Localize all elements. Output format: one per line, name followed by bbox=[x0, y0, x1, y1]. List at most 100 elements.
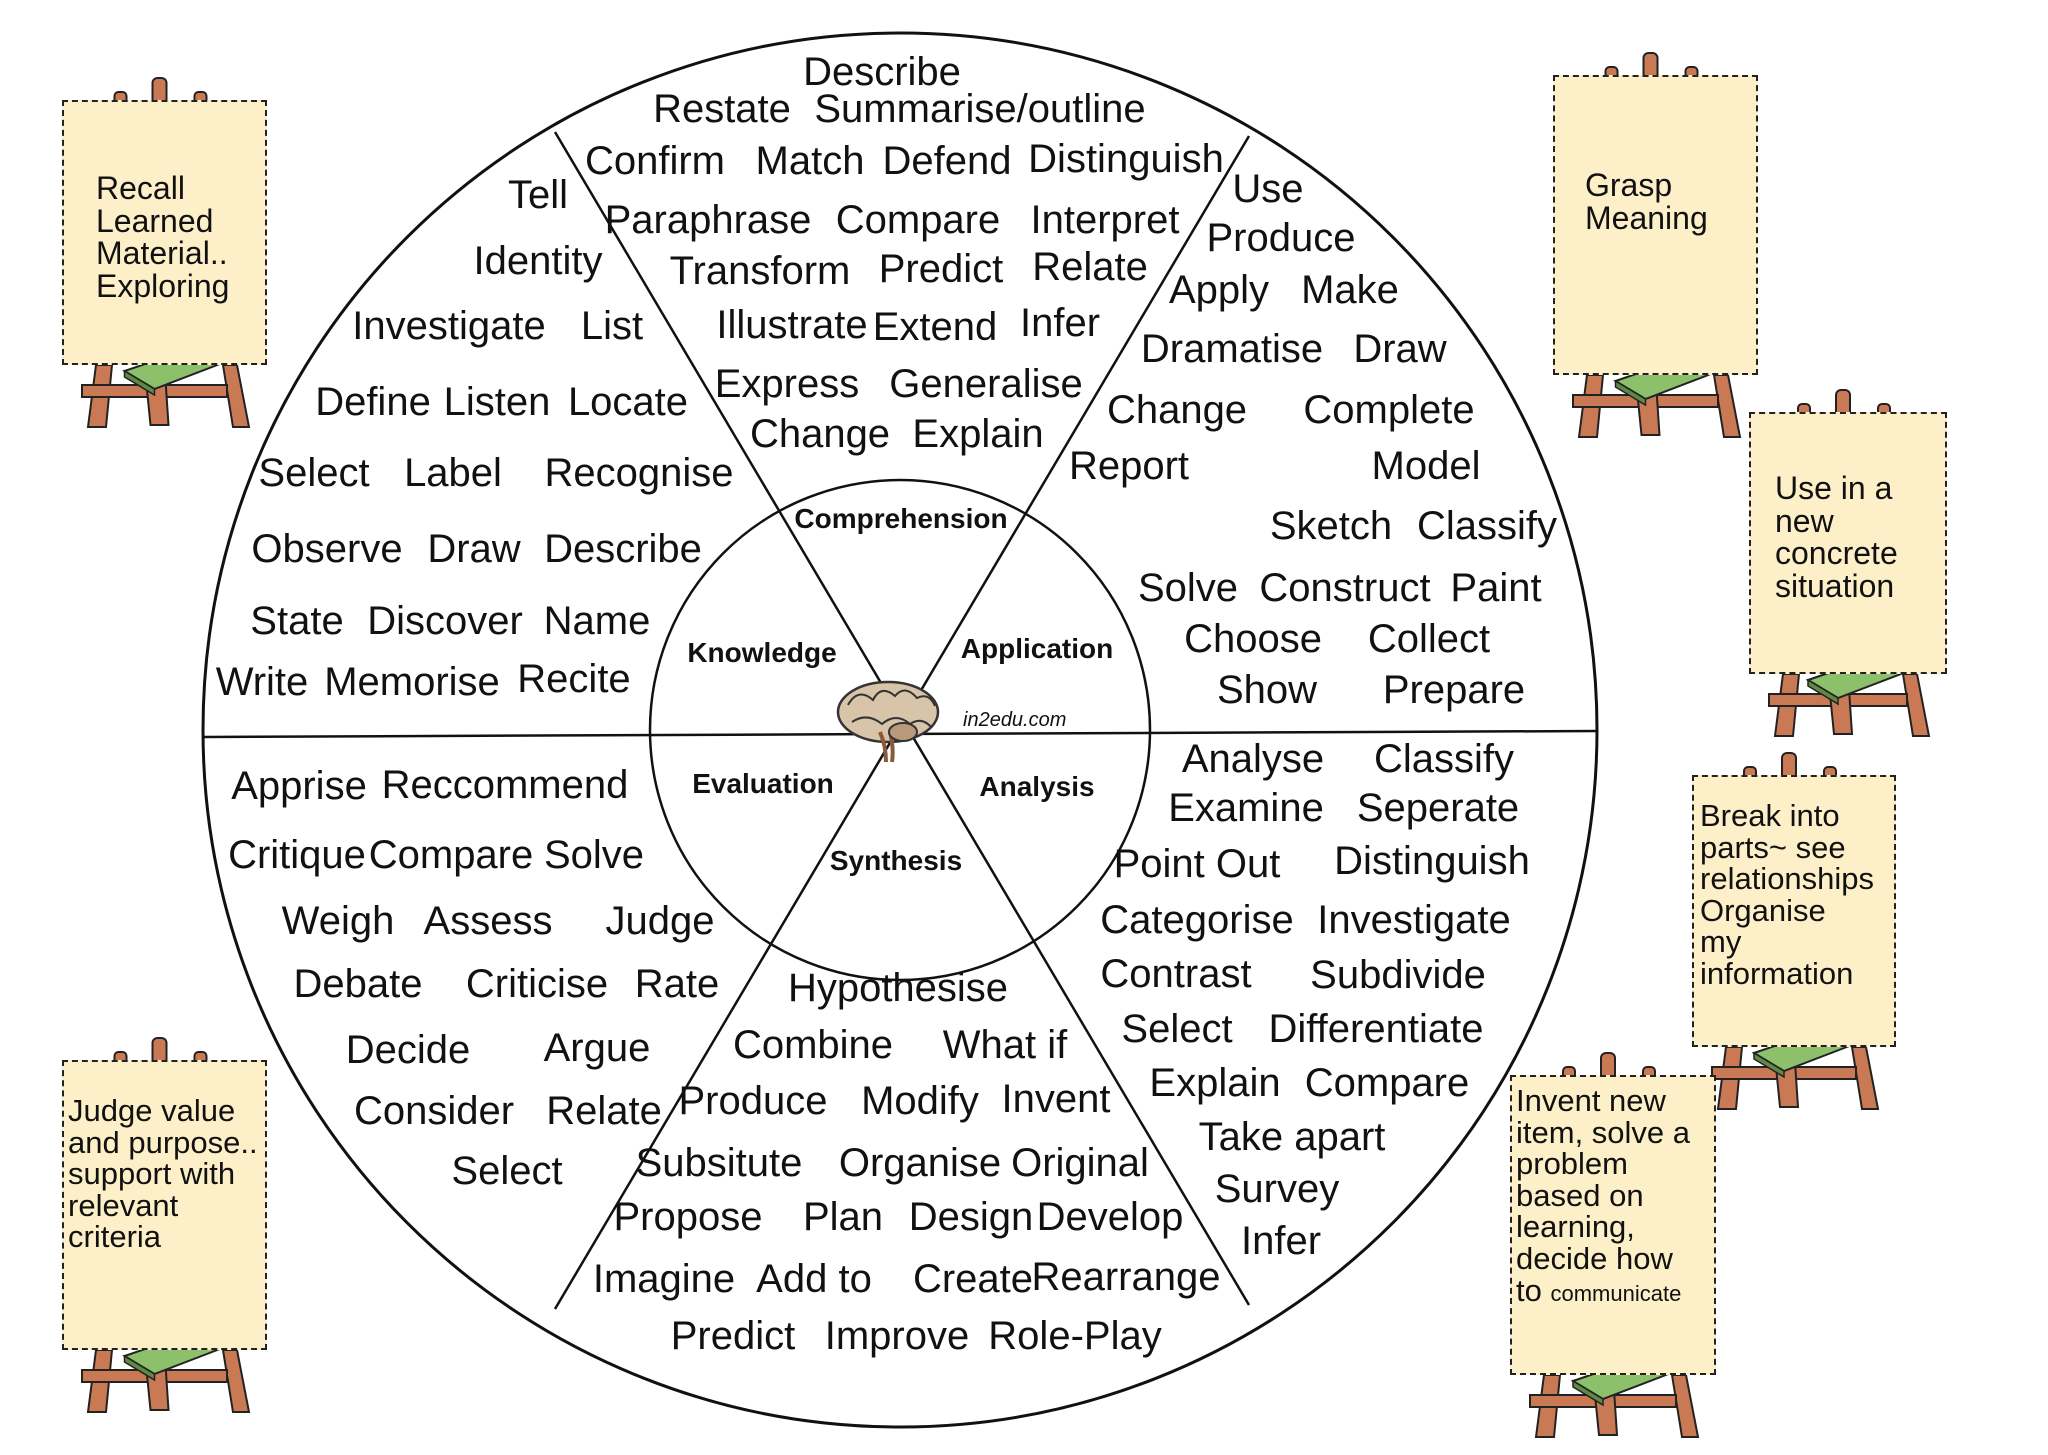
note-board bbox=[62, 100, 267, 365]
word: Investigate bbox=[1317, 898, 1510, 942]
comprehension-words: Describe Restate Summarise/outline Confi… bbox=[585, 50, 1224, 456]
word: Draw bbox=[427, 527, 520, 571]
word: Take apart bbox=[1199, 1115, 1386, 1159]
word: Change bbox=[1107, 388, 1247, 432]
category-comprehension: Comprehension bbox=[794, 503, 1007, 534]
word: Construct bbox=[1259, 566, 1430, 610]
word: Contrast bbox=[1100, 952, 1251, 996]
word: What if bbox=[943, 1023, 1068, 1067]
word: Summarise/outline bbox=[814, 87, 1145, 131]
word: Locate bbox=[568, 380, 688, 424]
word: Point Out bbox=[1114, 842, 1281, 886]
note-text: Invent new item, solve a problem based o… bbox=[1516, 1085, 1690, 1306]
easel-note-evaluation: Judge value and purpose.. support with r… bbox=[62, 1030, 272, 1413]
category-analysis: Analysis bbox=[979, 771, 1094, 802]
category-synthesis: Synthesis bbox=[830, 845, 962, 876]
word: Invent bbox=[1002, 1077, 1111, 1121]
word: Make bbox=[1301, 268, 1399, 312]
word: Argue bbox=[544, 1026, 651, 1070]
word: Create bbox=[913, 1257, 1033, 1301]
credit-text: in2edu.com bbox=[963, 709, 1066, 731]
easel-legs bbox=[1711, 1046, 1880, 1110]
word: Confirm bbox=[585, 139, 725, 183]
word: Debate bbox=[294, 962, 423, 1006]
word: Apprise bbox=[231, 764, 367, 808]
word: Describe bbox=[803, 50, 961, 94]
word: Defend bbox=[883, 139, 1012, 183]
word: Select bbox=[1121, 1007, 1232, 1051]
word: Apply bbox=[1169, 268, 1269, 312]
word: Differentiate bbox=[1269, 1007, 1484, 1051]
word: Survey bbox=[1215, 1167, 1340, 1211]
word: Add to bbox=[756, 1257, 872, 1301]
outer-circle bbox=[201, 31, 1599, 1429]
word: Restate bbox=[653, 87, 791, 131]
brain-icon bbox=[836, 680, 940, 763]
word: Predict bbox=[879, 247, 1004, 291]
easel-note-analysis: Break into parts~ see relationships Orga… bbox=[1692, 745, 1902, 1110]
inner-circle bbox=[648, 478, 1152, 982]
word: Define bbox=[315, 380, 431, 424]
word: Paraphrase bbox=[605, 198, 812, 242]
note-text: Judge value and purpose.. support with r… bbox=[68, 1093, 258, 1255]
word: Distinguish bbox=[1334, 839, 1530, 883]
note-board bbox=[62, 1060, 267, 1350]
word: Modify bbox=[861, 1079, 979, 1123]
note-board bbox=[1692, 775, 1896, 1047]
word: Original bbox=[1011, 1141, 1149, 1185]
word: Design bbox=[909, 1195, 1034, 1239]
word: Develop bbox=[1037, 1195, 1184, 1239]
word: Report bbox=[1069, 444, 1189, 488]
category-evaluation: Evaluation bbox=[692, 768, 834, 799]
word: Organise bbox=[839, 1141, 1001, 1185]
note-board bbox=[1749, 412, 1947, 674]
word: Predict bbox=[671, 1314, 796, 1358]
word: Use bbox=[1232, 167, 1303, 211]
word: Transform bbox=[670, 249, 851, 293]
word: Generalise bbox=[889, 362, 1082, 406]
word: Consider bbox=[354, 1089, 514, 1133]
word: Dramatise bbox=[1141, 327, 1323, 371]
analysis-words: Analyse Classify Examine Seperate Point … bbox=[1100, 737, 1530, 1263]
note-small: communicate bbox=[1550, 1280, 1682, 1306]
word: Paint bbox=[1450, 566, 1541, 610]
word: Select bbox=[258, 451, 369, 495]
easel-note-comprehension: Grasp Meaning bbox=[1553, 45, 1763, 438]
word: Improve bbox=[825, 1314, 970, 1358]
word: Memorise bbox=[324, 660, 500, 704]
word: Label bbox=[404, 451, 502, 495]
word: Recognise bbox=[544, 451, 733, 495]
word: Listen bbox=[444, 380, 551, 424]
word: Compare bbox=[369, 833, 534, 877]
category-knowledge: Knowledge bbox=[687, 637, 836, 668]
word: Name bbox=[544, 599, 651, 643]
word: Assess bbox=[424, 899, 553, 943]
word: Weigh bbox=[282, 899, 395, 943]
word: Change bbox=[750, 412, 890, 456]
application-words: Use Produce Apply Make Dramatise Draw Ch… bbox=[1069, 167, 1557, 712]
word: Categorise bbox=[1100, 898, 1293, 942]
note-board bbox=[1553, 75, 1758, 375]
word: Examine bbox=[1168, 786, 1324, 830]
word: Interpret bbox=[1031, 198, 1180, 242]
word: Write bbox=[216, 660, 309, 704]
word: Match bbox=[756, 139, 865, 183]
word: Classify bbox=[1417, 504, 1557, 548]
word: Subdivide bbox=[1310, 953, 1486, 997]
category-application: Application bbox=[961, 633, 1113, 664]
note-text: Recall Learned Material.. Exploring bbox=[96, 170, 230, 304]
word: Infer bbox=[1241, 1219, 1321, 1263]
word: Relate bbox=[1032, 245, 1148, 289]
word: Explain bbox=[912, 412, 1043, 456]
word: Criticise bbox=[466, 962, 608, 1006]
word: State bbox=[250, 599, 343, 643]
word: Illustrate bbox=[716, 303, 867, 347]
word: Select bbox=[451, 1149, 562, 1193]
word: Hypothesise bbox=[788, 966, 1008, 1010]
note-text: Grasp Meaning bbox=[1585, 167, 1708, 236]
word: Infer bbox=[1020, 301, 1100, 345]
word: Combine bbox=[733, 1023, 893, 1067]
knowledge-words: Tell Identity Investigate List Define Li… bbox=[216, 173, 734, 704]
word: Observe bbox=[251, 527, 402, 571]
